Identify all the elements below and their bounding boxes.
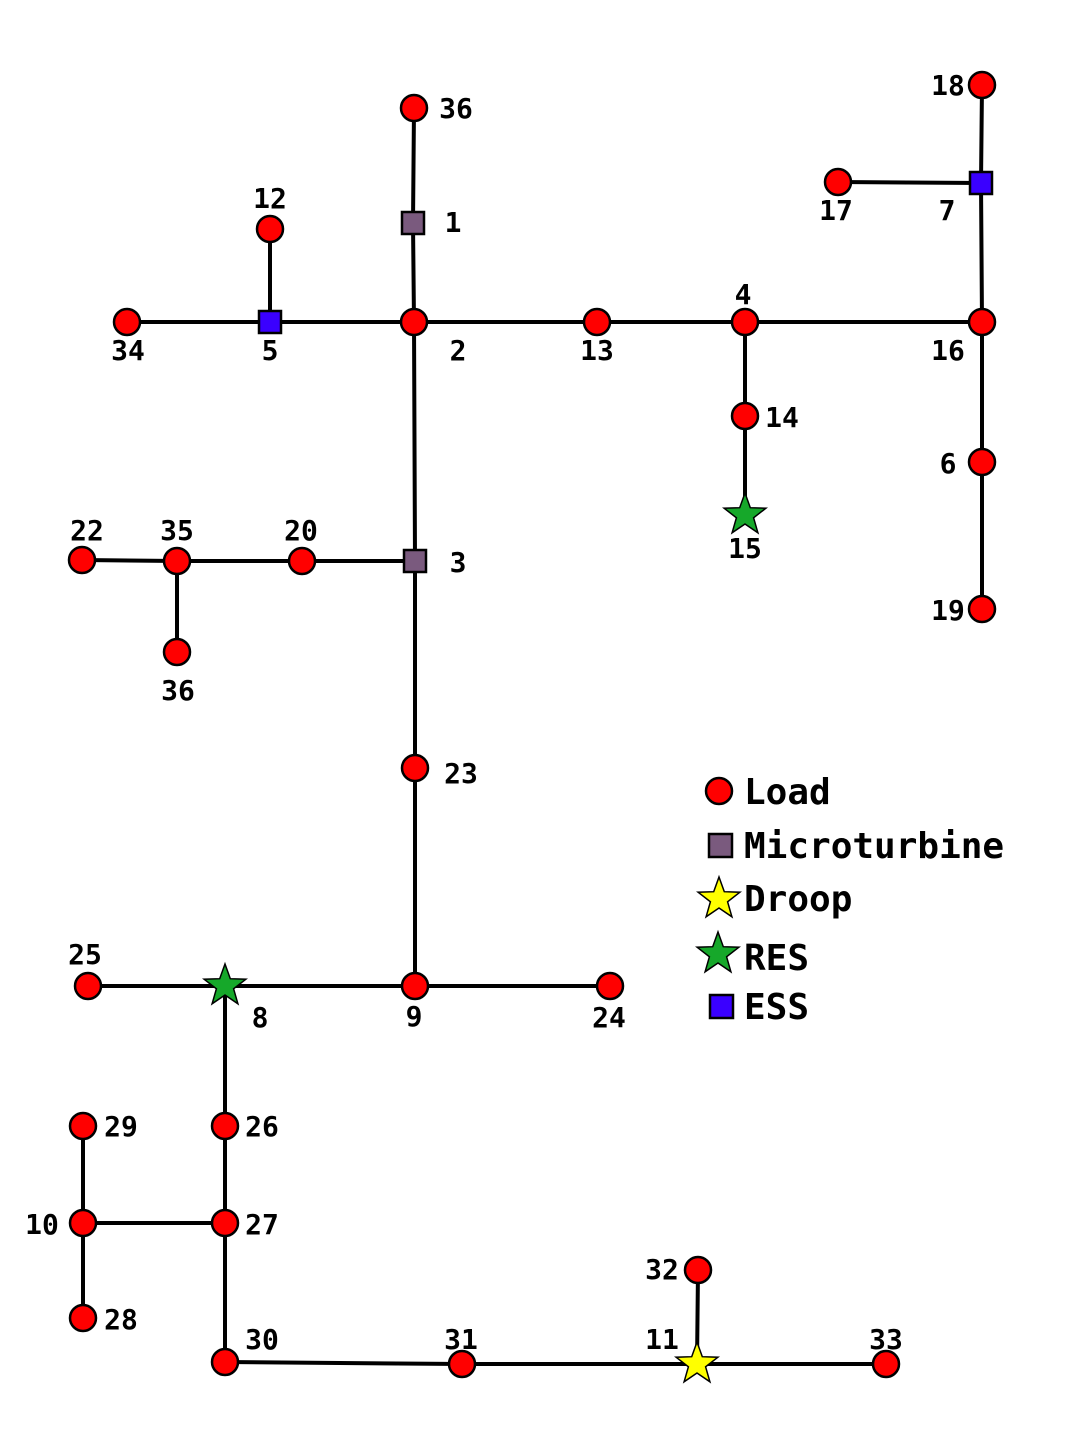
edge-18-7 xyxy=(979,83,984,185)
node-7-ess-icon xyxy=(968,170,994,196)
node-label-8: 8 xyxy=(252,1001,269,1034)
node-1-microturbine-icon xyxy=(400,210,426,236)
node-32-load-icon xyxy=(683,1255,713,1285)
node-label-30: 30 xyxy=(245,1323,279,1356)
node-label-19: 19 xyxy=(931,594,965,627)
node-label-20: 20 xyxy=(284,514,318,547)
node-label-35: 35 xyxy=(160,514,194,547)
legend-res-label: RES xyxy=(744,938,809,979)
edges-layer xyxy=(80,83,984,1366)
edge-36a-1 xyxy=(411,106,416,225)
node-23-load-icon xyxy=(400,753,430,783)
node-14-load-icon xyxy=(730,401,760,431)
node-10-load-icon xyxy=(68,1208,98,1238)
legend-res-icon xyxy=(695,929,741,974)
node-30-load-icon xyxy=(210,1347,240,1377)
node-label-26: 26 xyxy=(245,1110,279,1143)
node-36-load-icon xyxy=(162,637,192,667)
node-label-7: 7 xyxy=(939,194,956,227)
node-label-17: 17 xyxy=(819,194,853,227)
node-11-droop-icon xyxy=(674,1339,720,1384)
node-label-23: 23 xyxy=(444,757,478,790)
node-19-load-icon xyxy=(967,594,997,624)
node-6-load-icon xyxy=(967,447,997,477)
node-label-3: 3 xyxy=(450,546,467,579)
node-5-ess-icon xyxy=(257,309,283,335)
node-20-load-icon xyxy=(287,546,317,576)
node-label-15: 15 xyxy=(728,532,762,565)
node-29-load-icon xyxy=(68,1111,98,1141)
edge-17-7 xyxy=(836,180,983,185)
node-label-24: 24 xyxy=(592,1001,626,1034)
node-33-load-icon xyxy=(871,1349,901,1379)
node-label-14: 14 xyxy=(765,401,799,434)
node-17-load-icon xyxy=(823,167,853,197)
node-25-load-icon xyxy=(73,971,103,1001)
legend-microturbine-icon xyxy=(707,832,734,859)
node-label-32: 32 xyxy=(645,1253,679,1286)
node-label-18: 18 xyxy=(931,69,965,102)
node-34-load-icon xyxy=(112,307,142,337)
node-31-load-icon xyxy=(447,1349,477,1379)
node-label-29: 29 xyxy=(104,1110,138,1143)
node-label-16: 16 xyxy=(931,334,965,367)
legend-ess-icon xyxy=(708,993,735,1020)
labels-layer: 36 1 12 34 5 2 13 4 16 18 7 17 14 15 6 19 3 20 35 22 36 23 9 24… xyxy=(25,69,965,1356)
node-label-22: 22 xyxy=(70,514,104,547)
node-18-load-icon xyxy=(967,70,997,100)
node-label-36: 36 xyxy=(439,92,473,125)
node-label-1: 1 xyxy=(445,206,462,239)
legend-load-icon xyxy=(704,776,734,806)
node-8-res-icon xyxy=(202,961,248,1006)
node-35-load-icon xyxy=(162,546,192,576)
node-label-12: 12 xyxy=(253,182,287,215)
node-27-load-icon xyxy=(210,1208,240,1238)
node-13-load-icon xyxy=(582,307,612,337)
node-label-4: 4 xyxy=(735,278,752,311)
node-label-28: 28 xyxy=(104,1303,138,1336)
node-28-load-icon xyxy=(68,1303,98,1333)
node-label-6: 6 xyxy=(940,447,957,480)
legend-ess-label: ESS xyxy=(744,987,809,1028)
node-16-load-icon xyxy=(967,307,997,337)
edge-1-2 xyxy=(411,221,416,324)
edge-30-31 xyxy=(223,1360,464,1366)
node-label-9: 9 xyxy=(406,1000,423,1033)
node-label-36: 36 xyxy=(161,674,195,707)
node-24-load-icon xyxy=(595,971,625,1001)
legend: Load Microturbine Droop RES ESS xyxy=(695,772,1004,1028)
node-label-31: 31 xyxy=(444,1323,478,1356)
legend-load-label: Load xyxy=(744,772,831,813)
node-4-load-icon xyxy=(730,307,760,337)
node-label-25: 25 xyxy=(68,938,102,971)
nodes-layer xyxy=(67,70,997,1384)
legend-droop-icon xyxy=(696,874,742,919)
node-36-load-icon xyxy=(399,93,429,123)
node-label-11: 11 xyxy=(645,1323,679,1356)
edge-7-16 xyxy=(979,181,984,324)
node-label-10: 10 xyxy=(25,1208,59,1241)
node-12-load-icon xyxy=(255,214,285,244)
node-3-microturbine-icon xyxy=(402,548,428,574)
edge-2-3 xyxy=(412,320,417,563)
node-26-load-icon xyxy=(210,1111,240,1141)
node-label-27: 27 xyxy=(245,1208,279,1241)
legend-droop-label: Droop xyxy=(744,879,852,920)
edge-35-22 xyxy=(80,558,179,563)
node-label-2: 2 xyxy=(450,334,467,367)
legend-microturbine-label: Microturbine xyxy=(744,826,1004,867)
node-label-33: 33 xyxy=(869,1323,903,1356)
node-label-5: 5 xyxy=(262,334,279,367)
node-2-load-icon xyxy=(399,307,429,337)
node-22-load-icon xyxy=(67,545,97,575)
node-9-load-icon xyxy=(400,971,430,1001)
node-label-13: 13 xyxy=(580,334,614,367)
node-15-res-icon xyxy=(722,490,768,535)
node-label-34: 34 xyxy=(111,334,145,367)
